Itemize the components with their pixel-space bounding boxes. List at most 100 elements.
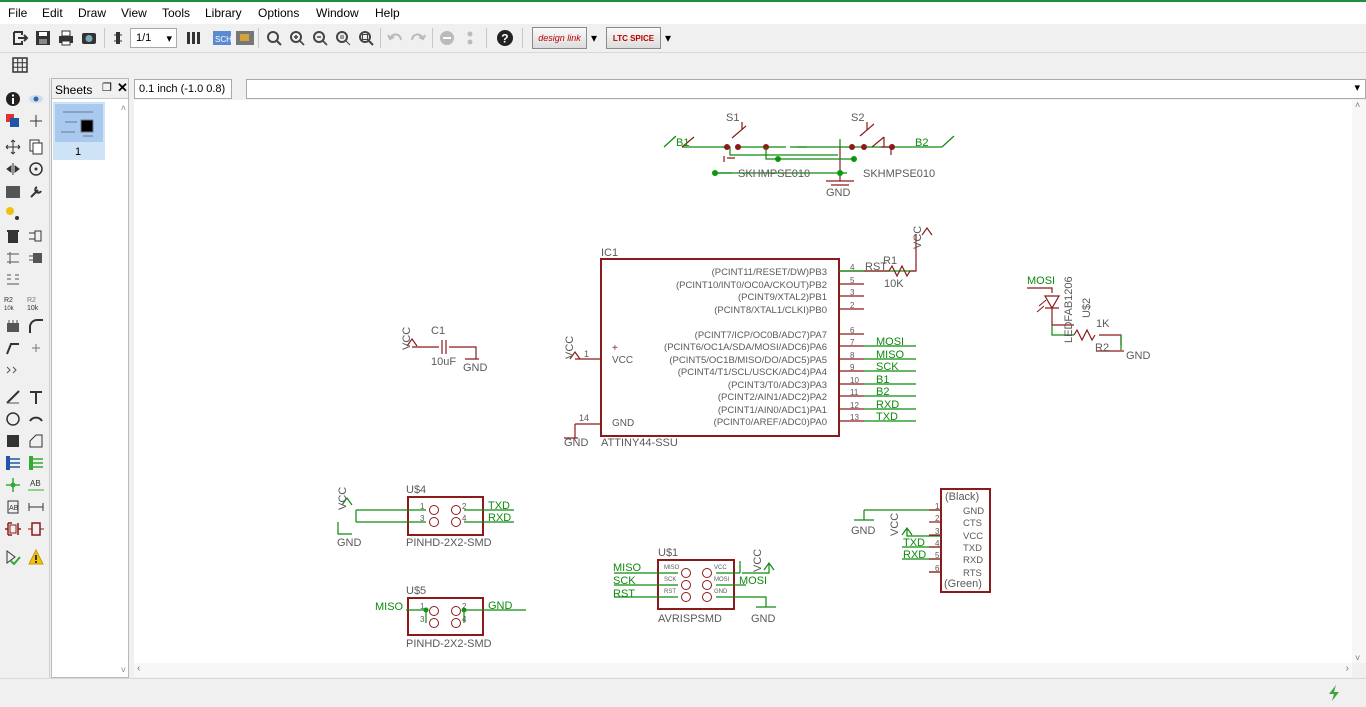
ftdi-pin-number: 4 [935, 539, 940, 548]
group-icon[interactable] [3, 182, 23, 202]
c1-symbol[interactable] [406, 337, 479, 360]
scroll-left-icon[interactable]: ‹ [137, 663, 141, 674]
cam-icon[interactable] [79, 28, 99, 48]
scroll-down-icon[interactable]: ˅ [1355, 653, 1361, 663]
text-icon[interactable] [26, 387, 46, 407]
chevron-down-icon[interactable]: ▾ [664, 31, 672, 45]
port-icon[interactable] [26, 519, 46, 539]
print-icon[interactable] [56, 28, 76, 48]
ltspice-button[interactable]: LTC SPICE [606, 27, 661, 49]
scroll-down-icon[interactable]: ˅ [120, 665, 126, 675]
menu-help[interactable]: Help [375, 6, 400, 20]
close-icon[interactable]: ✕ [117, 80, 128, 95]
open-icon[interactable] [10, 28, 30, 48]
menu-file[interactable]: File [8, 6, 28, 20]
led-symbol[interactable] [1043, 295, 1061, 310]
rect-icon[interactable] [3, 431, 23, 451]
grid-icon[interactable] [10, 55, 30, 75]
schematic-switch-icon[interactable]: SCH [212, 28, 232, 48]
erc-icon[interactable] [3, 547, 23, 567]
scroll-up-icon[interactable]: ˄ [1355, 100, 1361, 110]
zoom-select-icon[interactable] [356, 28, 376, 48]
float-icon[interactable]: ❐ [102, 82, 112, 94]
chevron-down-icon[interactable]: ▾ [590, 31, 598, 45]
menu-edit[interactable]: Edit [42, 6, 63, 20]
move-icon[interactable] [3, 137, 23, 157]
display-layers-icon[interactable] [3, 111, 23, 131]
menu-window[interactable]: Window [316, 6, 359, 20]
warning-icon[interactable] [26, 547, 46, 567]
dimension-icon[interactable] [26, 497, 46, 517]
scroll-right-icon[interactable]: › [1345, 663, 1349, 674]
sheet-select[interactable]: 1/1▾ [130, 28, 177, 48]
net-icon[interactable] [26, 453, 46, 473]
rotate-icon[interactable] [26, 159, 46, 179]
board-icon[interactable] [184, 28, 204, 48]
circle-icon[interactable] [3, 409, 23, 429]
split-icon[interactable] [3, 338, 23, 358]
save-icon[interactable] [33, 28, 53, 48]
ic1-pin-number: 8 [850, 351, 855, 360]
r2-symbol[interactable] [1073, 328, 1096, 342]
miter-icon[interactable] [26, 316, 46, 336]
attribute-icon[interactable]: AB [3, 497, 23, 517]
r1-symbol[interactable] [864, 226, 933, 278]
pinswap-icon[interactable] [3, 248, 23, 268]
ftdi-body[interactable] [940, 488, 991, 593]
junction-icon[interactable] [3, 475, 23, 495]
menu-tools[interactable]: Tools [162, 6, 191, 20]
delete-icon[interactable] [3, 226, 23, 246]
vertical-scrollbar[interactable]: ˄ ˅ [1352, 100, 1366, 663]
ftdi-pin-number: 3 [935, 527, 940, 536]
mark-icon[interactable] [26, 111, 46, 131]
command-line-input[interactable] [246, 79, 1366, 99]
menu-library[interactable]: Library [205, 6, 242, 20]
info-icon[interactable] [3, 89, 23, 109]
menu-view[interactable]: View [121, 6, 147, 20]
go-icon[interactable] [460, 28, 480, 48]
gateswap-icon[interactable] [3, 270, 23, 290]
label-icon[interactable]: AB [26, 475, 46, 495]
redo-icon[interactable] [408, 28, 428, 48]
add-icon[interactable] [26, 226, 46, 246]
frame-icon[interactable] [3, 519, 23, 539]
optimize-icon[interactable] [26, 338, 46, 358]
undo-icon[interactable] [385, 28, 405, 48]
zoom-fit-icon[interactable] [264, 28, 284, 48]
invoke-icon[interactable] [3, 360, 23, 380]
arc-icon[interactable] [26, 409, 46, 429]
u4-body[interactable] [407, 496, 484, 536]
polygon-icon[interactable] [26, 431, 46, 451]
line-icon[interactable] [3, 387, 23, 407]
menu-draw[interactable]: Draw [78, 6, 107, 20]
bus-icon[interactable] [3, 453, 23, 473]
change-icon[interactable] [26, 182, 46, 202]
chevron-down-icon[interactable]: ▾ [1354, 82, 1360, 94]
zoom-out-icon[interactable] [310, 28, 330, 48]
stop-icon[interactable] [437, 28, 457, 48]
ic1-body[interactable] [600, 258, 840, 437]
replace-icon[interactable] [26, 248, 46, 268]
u5-pin1: 1 [420, 602, 425, 611]
designlink-button[interactable]: design link [532, 27, 587, 49]
copy-icon[interactable] [26, 137, 46, 157]
paste-icon[interactable] [3, 204, 23, 224]
help-icon[interactable]: ? [495, 28, 515, 48]
switch-group[interactable] [663, 122, 955, 186]
sheet-icon[interactable] [108, 28, 128, 48]
menu-options[interactable]: Options [258, 6, 300, 20]
u5-body[interactable] [407, 597, 484, 636]
zoom-in-icon[interactable] [287, 28, 307, 48]
scroll-up-icon[interactable]: ˄ [120, 103, 126, 113]
lightning-icon[interactable] [1326, 684, 1342, 705]
horizontal-scrollbar[interactable]: ‹ › [134, 663, 1352, 677]
sheet-thumbnail[interactable]: 1 [53, 102, 105, 160]
zoom-redraw-icon[interactable] [333, 28, 353, 48]
mirror-icon[interactable] [3, 159, 23, 179]
board-switch-icon[interactable] [235, 28, 255, 48]
smash-icon[interactable] [3, 316, 23, 336]
show-icon[interactable] [26, 89, 46, 109]
schematic-canvas[interactable]: S1 S2 B1 B2 SKHMPSE010 SKHMPSE010 GND IC… [134, 100, 1352, 663]
